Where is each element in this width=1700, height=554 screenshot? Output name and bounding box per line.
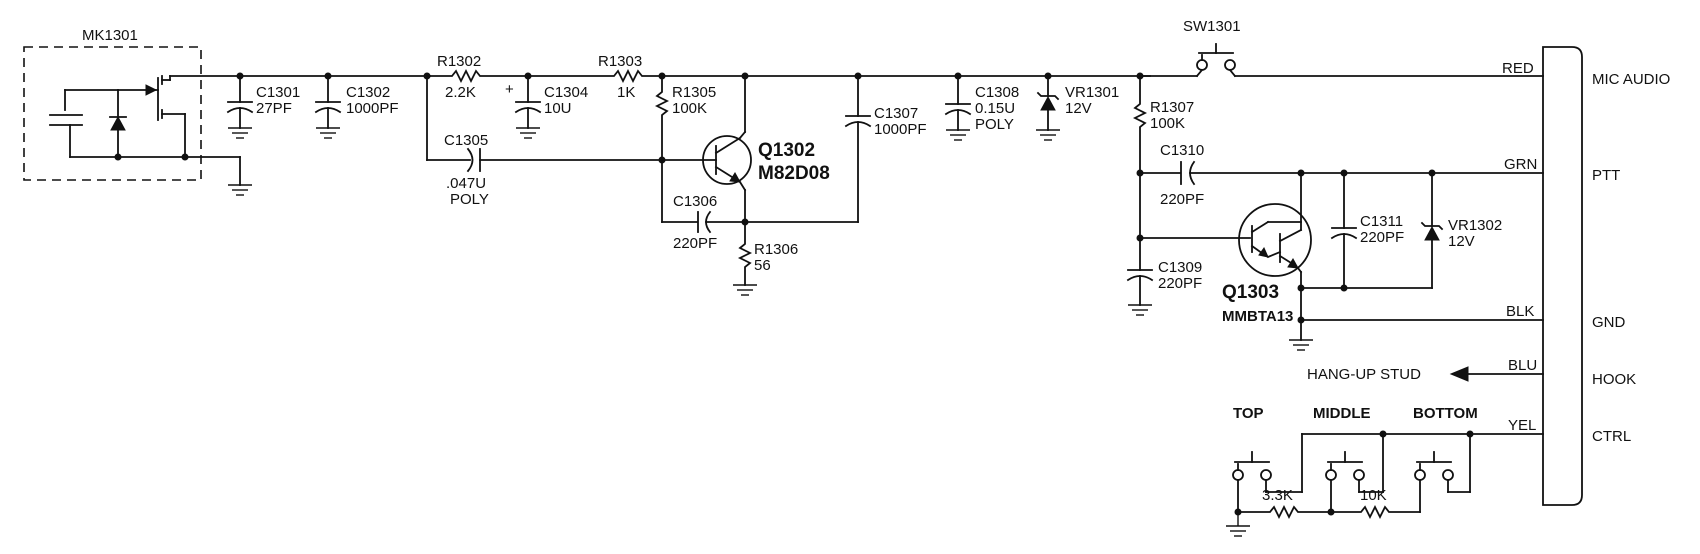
q1302-ref: Q1302 [758, 140, 815, 161]
r1302-value: 2.2K [445, 84, 476, 101]
capacitor-c1306: C1306 220PF [673, 193, 717, 252]
c1304-ref: C1304 [544, 84, 588, 101]
c1301-value: 27PF [256, 100, 292, 117]
r1302-ref: R1302 [437, 53, 481, 70]
c1305-value: .047U [446, 175, 486, 192]
r1305-ref: R1305 [672, 84, 716, 101]
c1306-value: 220PF [673, 235, 717, 252]
capacitor-c1311: C1311 220PF [1330, 172, 1404, 289]
wire-blk: BLK [1506, 303, 1534, 320]
c1310-value: 220PF [1160, 191, 1204, 208]
q1303-ref: Q1303 [1222, 282, 1279, 303]
vr1301-value: 12V [1065, 100, 1092, 117]
hang-up-stud: HANG-UP STUD [1307, 366, 1544, 383]
r-top-value: 3.3K [1262, 487, 1293, 504]
hang-up-arrow-icon [1449, 366, 1469, 382]
mic-ref-label: MK1301 [82, 27, 138, 44]
c1311-ref: C1311 [1360, 213, 1403, 230]
r1307-value: 100K [1150, 115, 1185, 132]
capacitor-c1301: C1301 27PF [226, 75, 300, 139]
c1304-value: 10U [544, 100, 572, 117]
r1306-ref: R1306 [754, 241, 798, 258]
zener-vr1302: VR1302 12V [1420, 172, 1502, 289]
c1302-value: 1000PF [346, 100, 399, 117]
sw1301-ref: SW1301 [1183, 18, 1241, 35]
switch-top [1232, 451, 1303, 513]
resistor-r1306: R1306 56 [733, 221, 798, 296]
wire-blu: BLU [1508, 357, 1537, 374]
r1307-ref: R1307 [1150, 99, 1194, 116]
hang-up-label: HANG-UP STUD [1307, 366, 1421, 383]
mic-ground-icon [228, 184, 252, 196]
vr1302-value: 12V [1448, 233, 1475, 250]
c1307-value: 1000PF [874, 121, 927, 138]
c1308-ref: C1308 [975, 84, 1019, 101]
resistor-10k: 10K [1330, 487, 1421, 520]
switch-label-top: TOP [1233, 405, 1264, 422]
c1308-type: POLY [975, 116, 1014, 133]
r1303-ref: R1303 [598, 53, 642, 70]
capacitor-c1308: C1308 0.15U POLY [944, 75, 1019, 141]
capacitor-c1310: C1310 220PF [1160, 142, 1204, 208]
transistor-q1302: Q1302 M82D08 [661, 75, 830, 223]
switch-ground-icon [1226, 512, 1250, 537]
c1309-ref: C1309 [1158, 259, 1202, 276]
signal-hook: HOOK [1592, 371, 1636, 388]
c1305-type: POLY [450, 191, 489, 208]
resistor-r1307: R1307 100K [1132, 75, 1194, 239]
resistor-r1303: R1303 1K [527, 53, 663, 101]
c1301-ref: C1301 [256, 84, 300, 101]
mic-dashed-outline [23, 46, 202, 181]
resistor-3-3k: 3.3K [1237, 487, 1332, 520]
c1310-ref: C1310 [1160, 142, 1204, 159]
capacitor-c1302: C1302 1000PF [314, 75, 399, 139]
c1306-ref: C1306 [673, 193, 717, 210]
capacitor-c1309: C1309 220PF [1126, 237, 1202, 316]
q1302-part: M82D08 [758, 163, 830, 184]
zener-vr1301: VR1301 12V [1036, 75, 1119, 141]
switch-label-bottom: BOTTOM [1413, 405, 1478, 422]
capacitor-c1305: C1305 .047U POLY [444, 132, 489, 208]
connector: RED GRN BLK BLU YEL MIC AUDIO PTT GND HO… [1502, 46, 1670, 506]
switch-bottom [1414, 433, 1471, 513]
r1303-value: 1K [617, 84, 635, 101]
r1305-value: 100K [672, 100, 707, 117]
c1311-value: 220PF [1360, 229, 1404, 246]
r-mid-value: 10K [1360, 487, 1387, 504]
wire-yel: YEL [1508, 417, 1536, 434]
resistor-r1305: R1305 100K [654, 75, 716, 161]
signal-ctrl: CTRL [1592, 428, 1631, 445]
c1302-ref: C1302 [346, 84, 390, 101]
vr1301-ref: VR1301 [1065, 84, 1119, 101]
vr1302-ref: VR1302 [1448, 217, 1502, 234]
switch-middle [1325, 433, 1384, 513]
transistor-q1303: Q1303 MMBTA13 [1222, 172, 1312, 341]
mic-mk1301: MK1301 [23, 27, 252, 196]
resistor-r1302: R1302 2.2K [426, 53, 529, 101]
c1308-value: 0.15U [975, 100, 1015, 117]
c1304-polarity: + [505, 81, 514, 98]
q1303-ground-icon [1289, 339, 1313, 351]
c1307-ref: C1307 [874, 105, 918, 122]
capacitor-c1304: + C1304 10U [505, 75, 588, 139]
c1309-value: 220PF [1158, 275, 1202, 292]
signal-gnd: GND [1592, 314, 1626, 331]
q1303-part: MMBTA13 [1222, 308, 1293, 325]
r1306-value: 56 [754, 257, 771, 274]
signal-mic-audio: MIC AUDIO [1592, 71, 1670, 88]
signal-ptt: PTT [1592, 167, 1620, 184]
capacitor-c1307: C1307 1000PF [844, 75, 927, 223]
wire-red: RED [1502, 60, 1534, 77]
switch-sw1301: SW1301 [1139, 18, 1241, 78]
switch-label-middle: MIDDLE [1313, 405, 1371, 422]
wire-grn: GRN [1504, 156, 1537, 173]
c1305-ref: C1305 [444, 132, 488, 149]
